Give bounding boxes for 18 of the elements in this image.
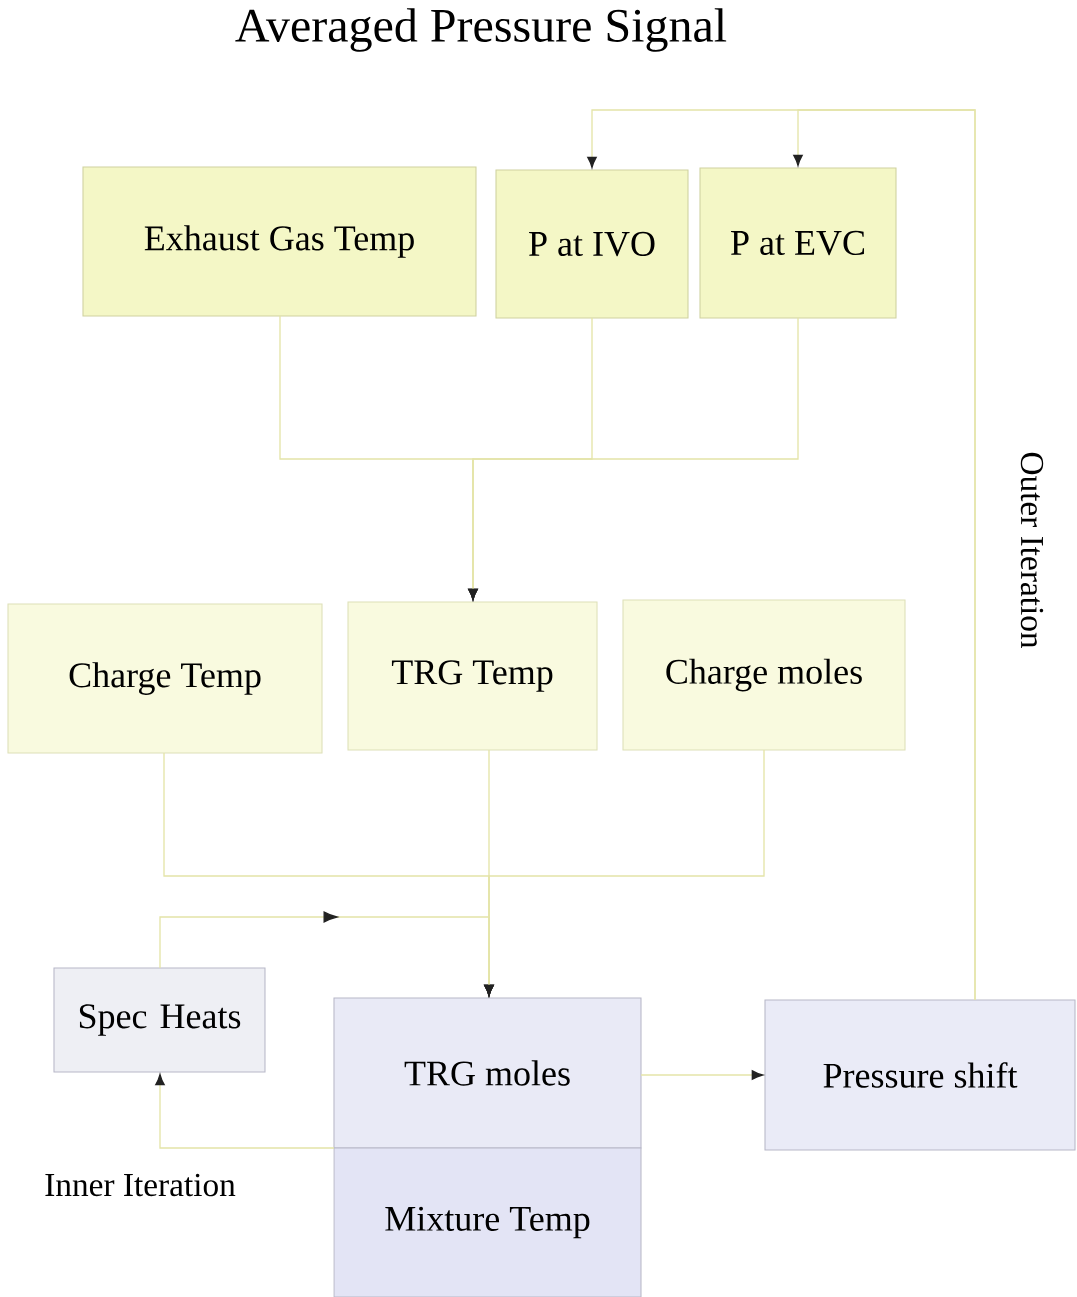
title: Averaged Pressure Signal: [235, 8, 727, 52]
arrow: [155, 1073, 335, 1149]
arrow: [793, 109, 976, 1001]
process-box: TRG Temp: [347, 601, 598, 751]
process-box: Spec Heats: [53, 967, 266, 1073]
process-box: Charge Temp: [7, 603, 323, 754]
loop-label: Inner Iteration: [45, 1173, 236, 1197]
process-box: Charge moles: [622, 599, 906, 751]
arrow: [159, 911, 494, 997]
process-box: Mixture Temp: [333, 1147, 642, 1297]
arrow: [640, 1070, 764, 1080]
arrow: [468, 317, 799, 601]
process-box: TRG moles: [333, 997, 642, 1149]
process-box: P at IVO: [495, 169, 689, 319]
process-box: P at EVC: [699, 167, 897, 319]
loop-label: Outer Iteration: [1020, 452, 1044, 649]
process-box: Pressure shift: [764, 999, 1076, 1151]
process-box: Exhaust Gas Temp: [82, 166, 477, 317]
